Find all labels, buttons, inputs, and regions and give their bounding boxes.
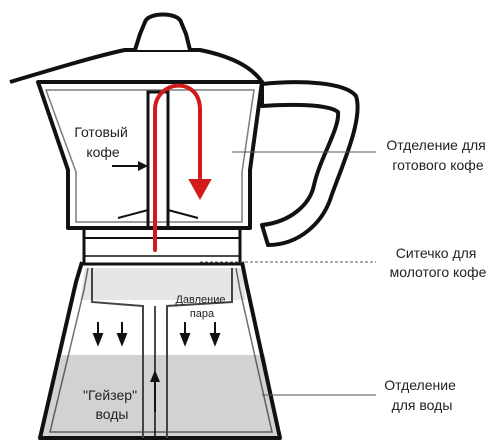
coffee-flow-arrow <box>153 83 202 252</box>
geyser-up-arrowhead <box>150 370 160 382</box>
funnel-left-wall <box>91 268 144 438</box>
column-collar <box>117 209 199 219</box>
water-chamber-body <box>38 261 282 440</box>
ground-coffee-layer <box>80 268 246 300</box>
label-steam-pressure: Давление пара <box>175 294 228 320</box>
coffee-column <box>146 90 170 228</box>
coffee-chamber-inner-wall <box>44 89 255 223</box>
label-water-chamber: Отделение для воды <box>384 377 460 413</box>
ready-coffee-pointer-head <box>138 161 148 171</box>
funnel-right-wall <box>166 268 233 438</box>
coffee-flow-arrowhead <box>188 179 212 201</box>
label-coffee-chamber: Отделение для готового кофе <box>386 137 489 173</box>
water-fill <box>40 355 280 438</box>
filter-collar <box>82 226 242 266</box>
label-ready-coffee: Готовый кофе <box>74 124 131 160</box>
steam-pressure-arrows <box>92 322 221 347</box>
lid-and-spout <box>9 48 264 84</box>
label-filter: Ситечко для молотого кофе <box>390 245 487 280</box>
lid-knob <box>133 12 192 51</box>
label-geyser: "Гейзер" воды <box>83 387 141 422</box>
coffee-chamber-body <box>36 80 264 230</box>
water-chamber-inner-wall <box>49 267 273 433</box>
handle <box>260 80 360 247</box>
